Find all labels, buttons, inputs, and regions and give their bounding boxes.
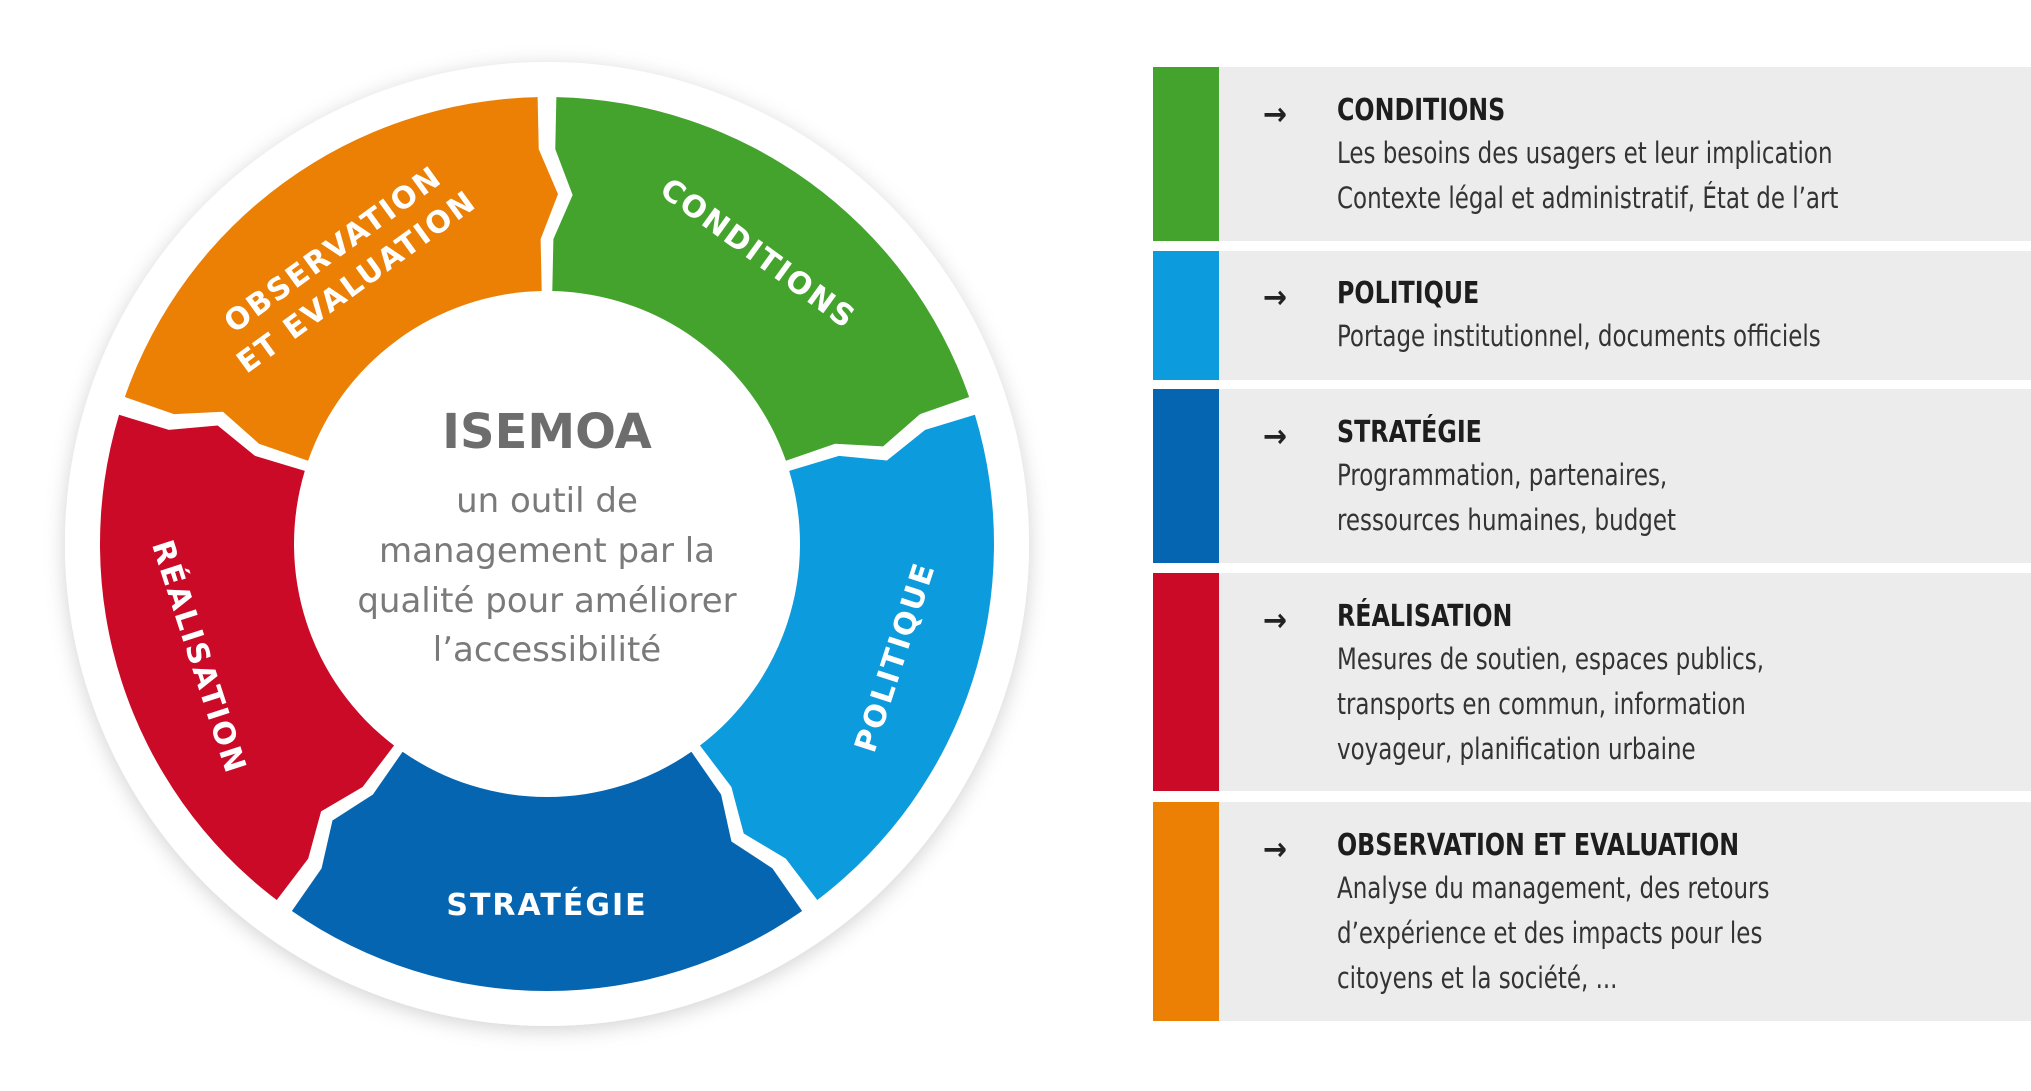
color-bar xyxy=(1153,251,1219,380)
segment-strategie xyxy=(291,751,803,992)
segment-conditions xyxy=(552,97,970,461)
legend-title: CONDITIONS xyxy=(1337,93,1506,128)
legend-line: voyageur, planification urbaine xyxy=(1337,732,1696,766)
legend-row-politique: → POLITIQUE Portage institutionnel, docu… xyxy=(1153,251,2031,380)
arrow-right-icon: → xyxy=(1263,95,1288,133)
arrow-right-icon: → xyxy=(1263,278,1288,316)
legend-line: citoyens et la société, ... xyxy=(1337,961,1618,995)
legend-line: Mesures de soutien, espaces publics, xyxy=(1337,642,1765,676)
legend-row-observation: → OBSERVATION ET EVALUATION Analyse du m… xyxy=(1153,802,2031,1021)
legend-line: Portage institutionnel, documents offici… xyxy=(1337,319,1821,353)
arrow-right-icon: → xyxy=(1263,601,1288,639)
center-subtitle-line: management par la xyxy=(379,531,715,571)
legend-line: Programmation, partenaires, xyxy=(1337,458,1668,492)
center-subtitle-line: l’accessibilité xyxy=(433,630,661,670)
segment-observation xyxy=(124,97,558,461)
legend-title: RÉALISATION xyxy=(1337,599,1513,634)
legend-title: STRATÉGIE xyxy=(1337,415,1482,450)
segment-politique xyxy=(699,414,995,901)
color-bar xyxy=(1153,67,1219,241)
segment-label-strategie: STRATÉGIE xyxy=(446,887,647,923)
legend-row-realisation: → RÉALISATION Mesures de soutien, espace… xyxy=(1153,573,2031,791)
center-subtitle-line: qualité pour améliorer xyxy=(357,581,736,621)
segment-realisation xyxy=(99,414,395,901)
legend-title: OBSERVATION ET EVALUATION xyxy=(1337,828,1740,863)
legend-row-strategie: → STRATÉGIE Programmation, partenaires, … xyxy=(1153,389,2031,563)
legend-row-conditions: → CONDITIONS Les besoins des usagers et … xyxy=(1153,67,2031,241)
arrow-right-icon: → xyxy=(1263,830,1288,868)
legend-line: ressources humaines, budget xyxy=(1337,503,1676,537)
center-title: ISEMOA xyxy=(442,404,652,460)
isemoa-cycle-diagram: CONDITIONSPOLITIQUESTRATÉGIERÉALISATIONO… xyxy=(65,62,1029,1026)
color-bar xyxy=(1153,802,1219,1021)
legend-line: d’expérience et des impacts pour les xyxy=(1337,916,1763,950)
color-bar xyxy=(1153,389,1219,563)
legend-line: transports en commun, information xyxy=(1337,687,1746,721)
arrow-right-icon: → xyxy=(1263,417,1288,455)
legend-line: Les besoins des usagers et leur implicat… xyxy=(1337,136,1833,170)
color-bar xyxy=(1153,573,1219,791)
center-subtitle-line: un outil de xyxy=(456,481,638,521)
legend-line: Analyse du management, des retours xyxy=(1337,871,1770,905)
legend-line: Contexte légal et administratif, État de… xyxy=(1337,181,1839,215)
legend-title: POLITIQUE xyxy=(1337,276,1480,311)
